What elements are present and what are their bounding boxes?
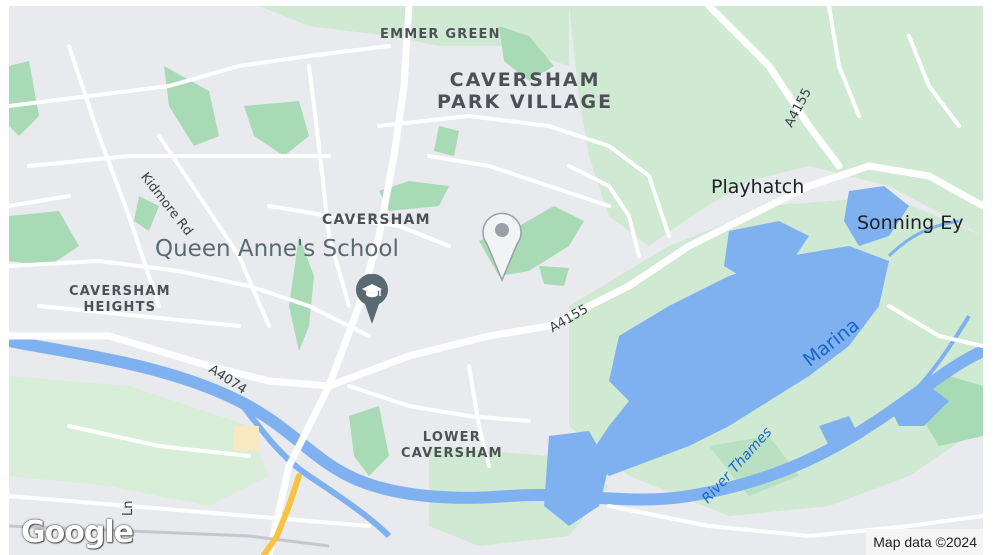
lake-marina (589, 246, 889, 476)
map-base-layer (9, 6, 983, 555)
minor-roads (9, 6, 983, 539)
area-label-caversham-heights: CAVERSHAM HEIGHTS (69, 284, 171, 316)
green-area-north (259, 6, 569, 66)
river-thames-branch (236, 399, 392, 539)
area-label-caversham: CAVERSHAM (322, 212, 431, 228)
lake-northeast (844, 186, 909, 246)
lake-southeast (889, 386, 949, 426)
river-thames (9, 335, 983, 506)
park-9 (499, 26, 554, 81)
place-label-sonning-eye: Sonning Ey (857, 212, 964, 234)
park-13 (9, 61, 39, 136)
road-label-ln: Ln (121, 500, 136, 516)
park-12 (349, 406, 389, 476)
lake-north (724, 221, 809, 281)
park-11 (709, 436, 799, 496)
park-4 (244, 101, 309, 156)
stream-northeast (887, 219, 960, 258)
green-area-northeast (569, 6, 983, 246)
area-label-lower-caversham: LOWER CAVERSHAM (401, 430, 503, 462)
park-1 (9, 211, 79, 266)
location-pin-icon[interactable] (481, 206, 523, 287)
park-6 (379, 181, 449, 211)
main-roads (9, 6, 983, 555)
map-attribution[interactable]: Map data ©2024 (866, 529, 983, 555)
park-3 (164, 66, 219, 146)
major-road-yellow (261, 473, 302, 555)
area-label-caversham-park-village: CAVERSHAM PARK VILLAGE (437, 69, 614, 113)
park-2 (134, 196, 159, 231)
park-8 (539, 266, 569, 286)
poi-label-queen-annes-school[interactable]: Queen Anne's School (155, 236, 399, 262)
google-logo: Google (21, 515, 134, 550)
place-label-playhatch: Playhatch (711, 176, 805, 198)
park-5 (289, 236, 314, 351)
area-label-emmer-green: EMMER GREEN (380, 27, 501, 42)
park-14 (434, 126, 459, 156)
stream-east (868, 314, 971, 428)
town-centre-block (234, 426, 259, 451)
railway (9, 524, 330, 548)
map-canvas[interactable]: EMMER GREEN CAVERSHAM PARK VILLAGE CAVER… (9, 6, 983, 555)
graduation-cap-icon[interactable] (356, 273, 388, 331)
